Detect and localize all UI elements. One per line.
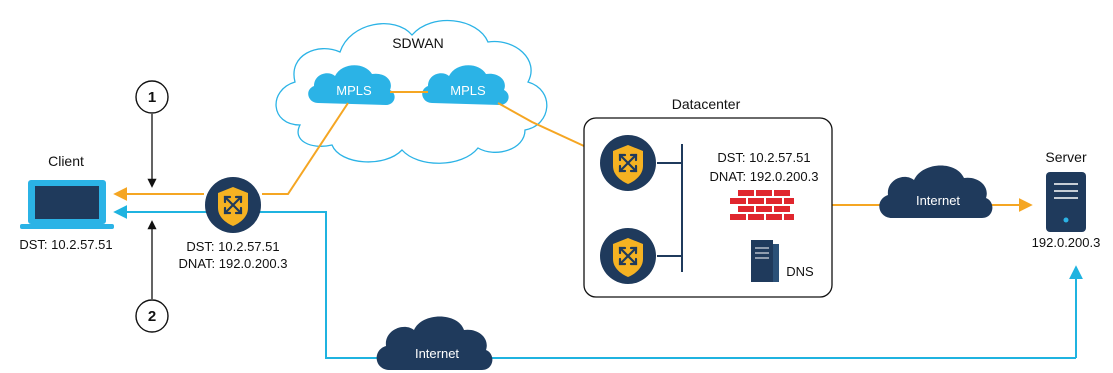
mpls-cloud-right xyxy=(422,65,509,105)
client-dst-text: DST: 10.2.57.51 xyxy=(19,237,112,252)
path-edge-to-mpls xyxy=(262,102,349,195)
internet-cloud-bottom xyxy=(376,316,493,370)
client-label: Client xyxy=(48,153,84,169)
mpls-cloud-left xyxy=(308,65,395,105)
server-icon xyxy=(1046,172,1086,232)
internet-right-label: Internet xyxy=(916,193,960,208)
step-2-marker: 2 xyxy=(135,299,169,333)
mpls-left-label: MPLS xyxy=(336,83,372,98)
server-ip-text: 192.0.200.3 xyxy=(1032,235,1101,250)
dns-label: DNS xyxy=(786,264,814,279)
datacenter-router-bottom-icon xyxy=(598,226,658,286)
dns-server-icon xyxy=(751,240,779,282)
firewall-icon xyxy=(730,190,794,220)
internet-bottom-label: Internet xyxy=(415,346,459,361)
laptop-icon xyxy=(20,180,114,229)
sdwan-label: SDWAN xyxy=(392,35,444,51)
step-1-label: 1 xyxy=(148,89,156,106)
datacenter-dst-text: DST: 10.2.57.51 xyxy=(717,150,810,165)
edge-dnat-text: DNAT: 192.0.200.3 xyxy=(179,256,288,271)
mpls-right-label: MPLS xyxy=(450,83,486,98)
internet-cloud-right xyxy=(879,165,993,218)
edge-dst-text: DST: 10.2.57.51 xyxy=(186,239,279,254)
server-label: Server xyxy=(1045,149,1087,165)
datacenter-label: Datacenter xyxy=(672,96,741,112)
datacenter-router-top-icon xyxy=(598,133,658,193)
datacenter-dnat-text: DNAT: 192.0.200.3 xyxy=(710,169,819,184)
step-1-marker: 1 xyxy=(135,80,169,114)
step-2-label: 2 xyxy=(148,308,156,325)
edge-router-icon xyxy=(203,175,263,235)
